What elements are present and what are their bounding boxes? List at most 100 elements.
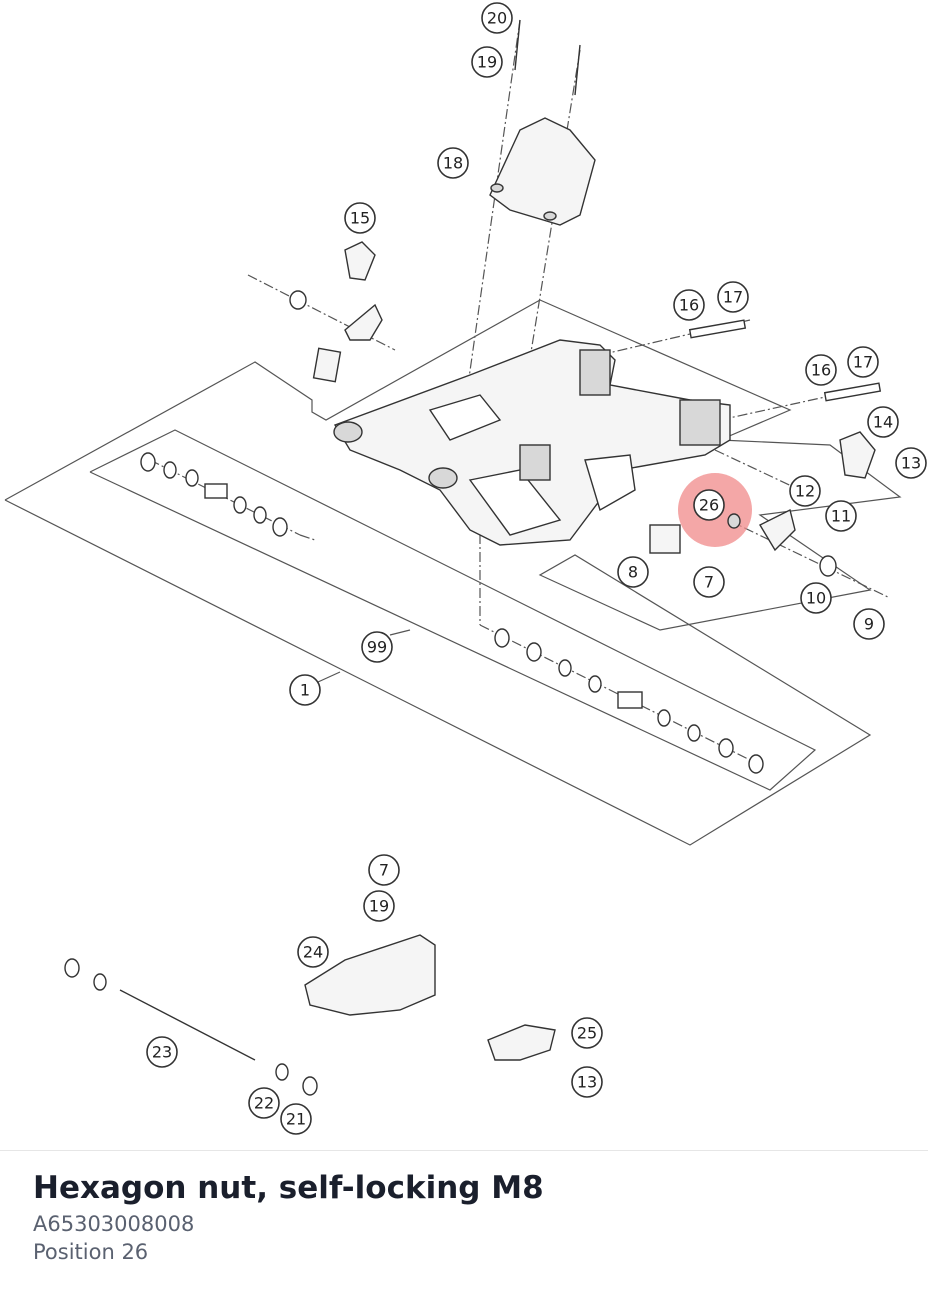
divider bbox=[0, 1150, 928, 1151]
part-position: Position 26 bbox=[33, 1240, 149, 1264]
callout-ring bbox=[280, 1103, 312, 1135]
callout-label: 14 bbox=[873, 413, 893, 432]
callout-label: 13 bbox=[901, 454, 921, 473]
callout-label: 12 bbox=[795, 482, 815, 501]
callout-ring bbox=[847, 346, 879, 378]
frame-outline-inner bbox=[89, 429, 817, 791]
spacer bbox=[302, 1076, 318, 1096]
callout-24[interactable]: 24 bbox=[297, 936, 329, 968]
callout-18[interactable]: 18 bbox=[437, 147, 469, 179]
callout-16[interactable]: 16 bbox=[805, 354, 837, 386]
callout-label: 17 bbox=[853, 353, 873, 372]
callout-10[interactable]: 10 bbox=[800, 582, 832, 614]
callout-12[interactable]: 12 bbox=[789, 475, 821, 507]
screw bbox=[688, 319, 747, 339]
callout-19[interactable]: 19 bbox=[471, 46, 503, 78]
hole bbox=[543, 211, 557, 221]
callout-ring bbox=[471, 46, 503, 78]
callout-label: 1 bbox=[300, 681, 310, 700]
callout-label: 99 bbox=[367, 638, 387, 657]
callout-17[interactable]: 17 bbox=[847, 346, 879, 378]
hexagon-nut[interactable] bbox=[727, 513, 741, 529]
guide-block bbox=[839, 431, 876, 479]
bearing-row-left bbox=[140, 452, 288, 537]
callout-ring bbox=[617, 556, 649, 588]
slider-pad bbox=[312, 347, 342, 383]
callout-ring bbox=[717, 281, 749, 313]
callout-ring bbox=[437, 147, 469, 179]
chain-guard bbox=[489, 117, 596, 226]
callout-21[interactable]: 21 bbox=[280, 1103, 312, 1135]
callout-label: 24 bbox=[303, 943, 323, 962]
callout-8[interactable]: 8 bbox=[617, 556, 649, 588]
callout-ring bbox=[297, 936, 329, 968]
callout-25[interactable]: 25 bbox=[571, 1017, 603, 1049]
callout-label: 20 bbox=[487, 9, 507, 28]
axis-line bbox=[247, 274, 396, 351]
chain-slider-bracket bbox=[487, 1024, 556, 1061]
callout-99[interactable]: 99 bbox=[361, 631, 393, 663]
callout-19[interactable]: 19 bbox=[363, 890, 395, 922]
callout-label: 18 bbox=[443, 154, 463, 173]
leader-line bbox=[389, 629, 411, 636]
callout-ring bbox=[363, 890, 395, 922]
callout-label: 26 bbox=[699, 496, 719, 515]
axis-line bbox=[727, 519, 891, 599]
callout-1[interactable]: 1 bbox=[289, 674, 321, 706]
axis-line bbox=[714, 449, 801, 491]
callout-17[interactable]: 17 bbox=[717, 281, 749, 313]
callout-ring bbox=[800, 582, 832, 614]
callout-label: 7 bbox=[704, 573, 714, 592]
callout-23[interactable]: 23 bbox=[146, 1036, 178, 1068]
callout-label: 15 bbox=[350, 209, 370, 228]
callout-ring bbox=[289, 674, 321, 706]
washer bbox=[289, 290, 307, 310]
callout-26[interactable]: 26 bbox=[693, 489, 725, 521]
part-number: A65303008008 bbox=[33, 1212, 195, 1236]
callout-ring bbox=[853, 608, 885, 640]
callout-ring bbox=[368, 854, 400, 886]
callout-13[interactable]: 13 bbox=[895, 447, 927, 479]
callout-ring bbox=[248, 1087, 280, 1119]
axis-line bbox=[479, 624, 761, 766]
callout-label: 13 bbox=[577, 1073, 597, 1092]
callout-label: 22 bbox=[254, 1094, 274, 1113]
callout-label: 11 bbox=[831, 507, 851, 526]
leader-line bbox=[317, 671, 341, 683]
callout-label: 19 bbox=[369, 897, 389, 916]
callout-ring bbox=[693, 489, 725, 521]
callout-label: 10 bbox=[806, 589, 826, 608]
callout-16[interactable]: 16 bbox=[673, 289, 705, 321]
callout-11[interactable]: 11 bbox=[825, 500, 857, 532]
callout-14[interactable]: 14 bbox=[867, 406, 899, 438]
callout-15[interactable]: 15 bbox=[344, 202, 376, 234]
callout-ring bbox=[361, 631, 393, 663]
bearing-row-right bbox=[494, 628, 764, 774]
callout-7[interactable]: 7 bbox=[368, 854, 400, 886]
callout-9[interactable]: 9 bbox=[853, 608, 885, 640]
callout-7[interactable]: 7 bbox=[693, 566, 725, 598]
slider-pad bbox=[649, 524, 681, 554]
callout-label: 23 bbox=[152, 1043, 172, 1062]
washer bbox=[819, 555, 837, 577]
callout-label: 16 bbox=[679, 296, 699, 315]
guide-block bbox=[344, 241, 376, 281]
callout-ring bbox=[146, 1036, 178, 1068]
callout-ring bbox=[673, 289, 705, 321]
callout-ring bbox=[805, 354, 837, 386]
callout-ring bbox=[693, 566, 725, 598]
callout-20[interactable]: 20 bbox=[481, 2, 513, 34]
callout-label: 19 bbox=[477, 53, 497, 72]
callout-22[interactable]: 22 bbox=[248, 1087, 280, 1119]
callout-label: 16 bbox=[811, 361, 831, 380]
callout-ring bbox=[825, 500, 857, 532]
bracket bbox=[344, 303, 383, 341]
callout-label: 7 bbox=[379, 861, 389, 880]
callout-ring bbox=[895, 447, 927, 479]
screw bbox=[574, 44, 581, 96]
axis-line bbox=[299, 534, 316, 541]
axle bbox=[119, 989, 256, 1061]
callout-13[interactable]: 13 bbox=[571, 1066, 603, 1098]
hole bbox=[490, 183, 504, 193]
